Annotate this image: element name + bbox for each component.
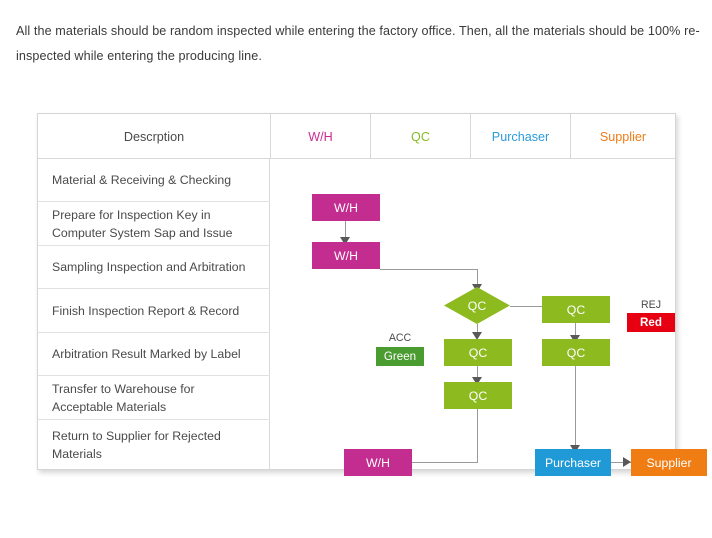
- column-header-qc: QC: [370, 114, 470, 159]
- node-qc-right-bottom[interactable]: QC: [542, 339, 610, 366]
- connector-arrow-down: [472, 332, 482, 340]
- table-row: Sampling Inspection and Arbitration: [38, 246, 270, 289]
- table-header-row: Descrption W/H QC Purchaser Supplier: [38, 114, 675, 159]
- column-header-description: Descrption: [123, 129, 185, 144]
- table-row: Transfer to Warehouse for Acceptable Mat…: [38, 376, 270, 420]
- node-wh-prepare[interactable]: W/H: [312, 242, 380, 269]
- table-row: Finish Inspection Report & Record: [38, 289, 270, 333]
- connector-line: [345, 221, 346, 239]
- connector-line: [477, 324, 478, 336]
- connector-line: [477, 269, 478, 287]
- column-header-supplier: Supplier: [570, 114, 675, 159]
- node-supplier[interactable]: Supplier: [631, 449, 707, 476]
- connector-line: [575, 323, 576, 339]
- connector-arrow-right: [623, 457, 631, 467]
- table-row: Prepare for Inspection Key in Computer S…: [38, 202, 270, 246]
- label-green-accepted: Green: [376, 347, 424, 366]
- connector-arrow-down: [472, 377, 482, 385]
- table-row: Material & Receiving & Checking: [38, 159, 270, 202]
- process-flow-card: Descrption W/H QC Purchaser Supplier Mat…: [37, 113, 707, 476]
- intro-paragraph: All the materials should be random inspe…: [16, 23, 700, 63]
- connector-line: [477, 409, 478, 462]
- description-column: Material & Receiving & Checking Prepare …: [38, 159, 270, 470]
- column-header-purchaser: Purchaser: [470, 114, 570, 159]
- connector-arrow-down: [340, 237, 350, 245]
- node-wh-receive[interactable]: W/H: [312, 194, 380, 221]
- table-row: Return to Supplier for Rejected Material…: [52, 429, 221, 461]
- node-qc-decision-label: QC: [467, 298, 487, 313]
- node-qc-right-top[interactable]: QC: [542, 296, 610, 323]
- connector-line: [380, 269, 478, 270]
- node-purchaser[interactable]: Purchaser: [535, 449, 611, 476]
- connector-line: [610, 462, 632, 463]
- connector-line: [575, 366, 576, 448]
- table-row: Arbitration Result Marked by Label: [38, 333, 270, 376]
- tag-rej: REJ: [640, 299, 661, 311]
- label-red-rejected: Red: [627, 313, 675, 332]
- node-qc-center-bottom[interactable]: QC: [444, 382, 512, 409]
- connector-line: [477, 366, 478, 380]
- node-wh-warehouse[interactable]: W/H: [344, 449, 412, 476]
- tag-acc: ACC: [388, 332, 412, 344]
- connector-line: [395, 462, 478, 463]
- node-qc-decision[interactable]: QC: [444, 287, 510, 324]
- connector-line: [510, 306, 552, 307]
- column-header-wh: W/H: [270, 114, 370, 159]
- flowchart-canvas: W/H W/H QC QC QC QC QC W/H Purchaser Sup…: [270, 159, 707, 476]
- node-qc-center-mid[interactable]: QC: [444, 339, 512, 366]
